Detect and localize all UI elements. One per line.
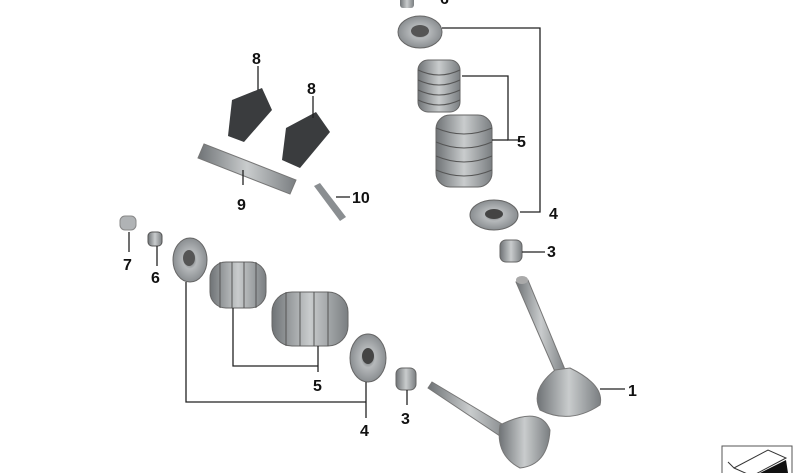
callout-7: 7 <box>123 257 132 274</box>
valve-lower <box>427 381 551 469</box>
callout-10: 10 <box>352 190 370 207</box>
rocker-shaft-9 <box>197 143 297 195</box>
callout-8a: 8 <box>252 51 261 68</box>
callout-1: 1 <box>628 383 637 400</box>
callout-6-top: 6 <box>440 0 449 8</box>
callout-6-lower: 6 <box>151 270 160 287</box>
shim-7 <box>119 215 137 231</box>
callout-5-lower: 5 <box>313 378 322 395</box>
valve-1 <box>515 276 602 417</box>
spring-seat-lower <box>349 333 387 383</box>
valve-stem-seal-upper <box>499 239 523 263</box>
rocker-arm-b <box>282 112 330 168</box>
callout-4-upper: 4 <box>549 206 558 223</box>
pin-10 <box>314 183 346 221</box>
valve-keeper-6 <box>147 231 163 247</box>
spring-seat-upper <box>469 199 519 231</box>
valve-springs-lower <box>209 261 349 347</box>
callout-3-lower: 3 <box>401 411 410 428</box>
corner-symbol-icon <box>721 445 793 473</box>
callout-5-upper: 5 <box>517 134 526 151</box>
rocker-arm-a <box>228 88 272 142</box>
leader-lines <box>128 27 625 418</box>
valve-stem-seal-lower <box>395 367 417 391</box>
callout-4-lower: 4 <box>360 423 369 440</box>
callout-9: 9 <box>237 197 246 214</box>
valve-keeper-top <box>400 0 414 8</box>
callout-3-upper: 3 <box>547 244 556 261</box>
spring-retainer-upper <box>397 15 443 49</box>
callout-8b: 8 <box>307 81 316 98</box>
spring-retainer-lower <box>172 237 208 283</box>
valve-springs-upper <box>417 59 493 188</box>
